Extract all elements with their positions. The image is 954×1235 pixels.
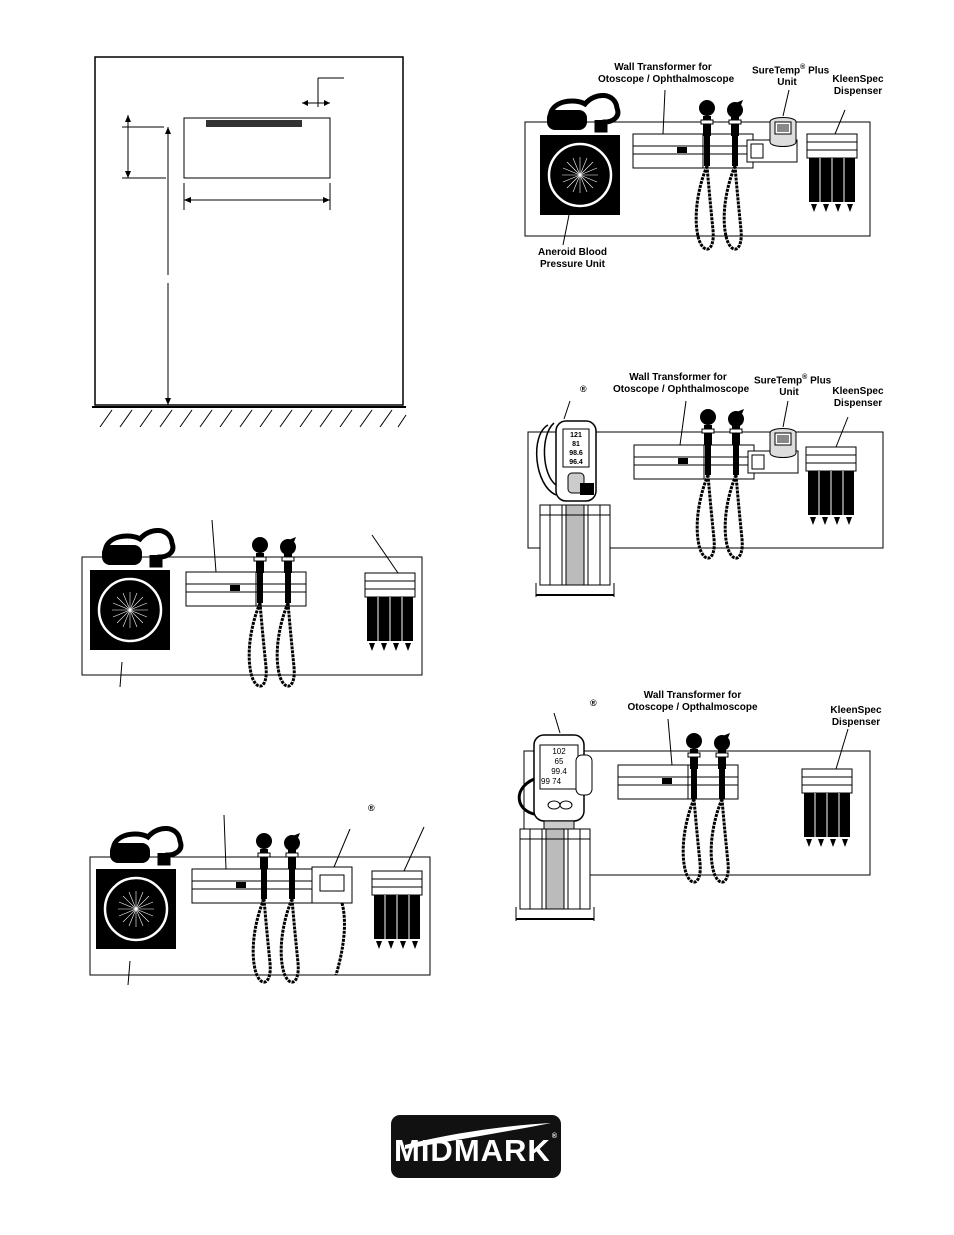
- logo-swoosh-icon: [405, 1123, 551, 1149]
- d2-kleenspec-label: KleenSpec Dispenser: [832, 74, 884, 97]
- wall-system-diagram-aneroid-thermometer: [89, 805, 435, 1005]
- wall-system-diagram-spot-vitals: [510, 705, 880, 922]
- logo-wordmark: MIDMARK®: [394, 1132, 558, 1168]
- mounting-dimension-diagram: [90, 55, 410, 435]
- d6-registered-mark: ®: [590, 698, 597, 708]
- wall-system-diagram-aneroid-suretemp: [524, 89, 885, 280]
- d2-suretemp-label: SureTemp® Plus Unit: [752, 64, 830, 89]
- d4-suretemp-label: SureTemp® Plus Unit: [754, 374, 832, 399]
- d4-kleenspec-label: KleenSpec Dispenser: [832, 386, 884, 409]
- d4-monitor-screen: 121 81 98.6 96.4: [569, 432, 583, 466]
- d4-transformer-label: Wall Transformer for Otoscope / Ophthalm…: [613, 372, 750, 395]
- midmark-logo: MIDMARK®: [391, 1115, 561, 1178]
- wall-system-diagram-vitals-monitor-suretemp: [520, 395, 890, 598]
- d4-registered-mark: ®: [580, 384, 587, 394]
- d2-aneroid-label: Aneroid Blood Pressure Unit: [538, 247, 607, 270]
- d5-registered-mark: ®: [368, 803, 375, 813]
- d6-monitor-screen: 102 65 99.4 99 74: [541, 747, 567, 786]
- wall-system-diagram-aneroid: [81, 515, 427, 705]
- d2-transformer-label: Wall Transformer for Otoscope / Ophthalm…: [598, 62, 735, 85]
- d6-kleenspec-label: KleenSpec Dispenser: [830, 705, 882, 728]
- d6-transformer-label: Wall Transformer for Otoscope / Opthalmo…: [627, 690, 758, 713]
